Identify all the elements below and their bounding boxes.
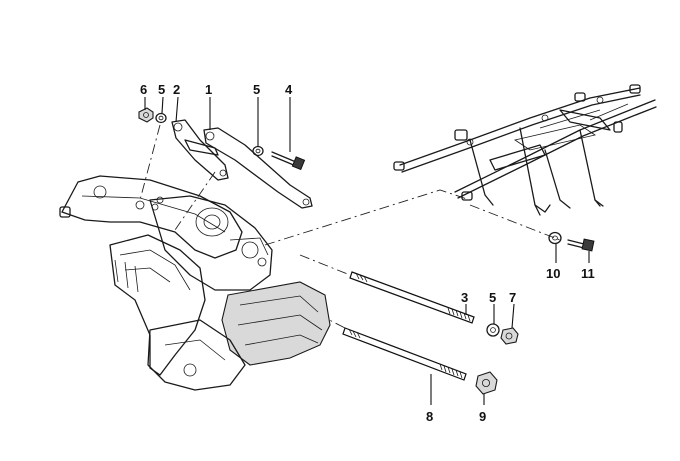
bolt-11 <box>567 238 595 252</box>
callout-11: 11 <box>581 266 595 281</box>
callout-1: 1 <box>205 82 212 97</box>
washer-5-mid <box>252 145 264 157</box>
callout-leaders <box>144 96 590 405</box>
washer-5-right <box>486 323 500 337</box>
through-bolt-3 <box>349 271 475 324</box>
engine-hanger-bracket-2 <box>171 119 229 181</box>
callout-7: 7 <box>509 290 516 305</box>
assembly-guide-lines <box>139 124 561 329</box>
callout-5-mid: 5 <box>253 82 260 97</box>
callout-4: 4 <box>285 82 293 97</box>
bolt-4 <box>271 151 306 171</box>
washer-10 <box>548 231 562 245</box>
washer-5-top <box>155 112 167 124</box>
callout-labels: 6 5 2 1 5 4 3 5 7 10 11 8 9 <box>140 82 595 424</box>
callout-3: 3 <box>461 290 468 305</box>
nut-9 <box>475 371 498 395</box>
callout-5-top: 5 <box>158 82 165 97</box>
rear-frame <box>393 84 657 216</box>
through-bolt-8 <box>342 327 467 381</box>
callout-8: 8 <box>426 409 433 424</box>
callout-6: 6 <box>140 82 147 97</box>
engine-assembly <box>59 175 331 391</box>
nut-6 <box>138 107 154 123</box>
callout-5-right: 5 <box>489 290 496 305</box>
nut-7 <box>500 327 519 345</box>
callout-9: 9 <box>479 409 486 424</box>
callout-10: 10 <box>546 266 560 281</box>
engine-hanger-bracket-1 <box>203 127 313 209</box>
callout-2: 2 <box>173 82 180 97</box>
